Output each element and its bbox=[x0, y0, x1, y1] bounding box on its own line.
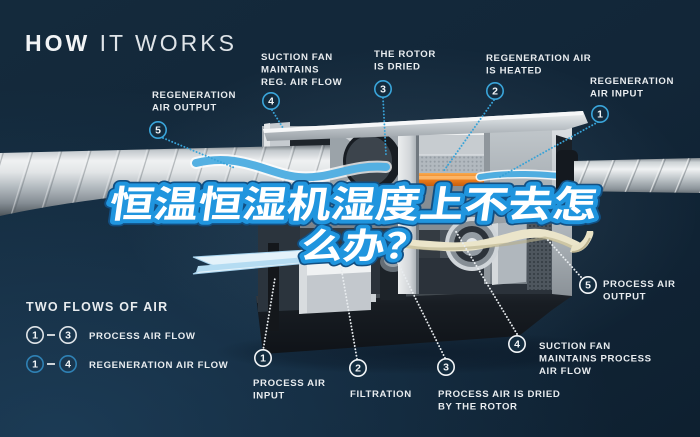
svg-text:HOW IT WORKS: HOW IT WORKS bbox=[25, 30, 237, 56]
svg-text:TWO FLOWS OF AIR: TWO FLOWS OF AIR bbox=[26, 300, 168, 314]
svg-text:4: 4 bbox=[514, 339, 520, 351]
svg-text:4: 4 bbox=[268, 96, 274, 108]
svg-text:1: 1 bbox=[260, 353, 266, 365]
svg-text:2: 2 bbox=[492, 86, 498, 98]
svg-text:3: 3 bbox=[65, 330, 71, 342]
svg-text:FILTRATION: FILTRATION bbox=[350, 389, 412, 400]
svg-text:2: 2 bbox=[355, 363, 361, 375]
svg-text:3: 3 bbox=[380, 84, 386, 96]
svg-text:5: 5 bbox=[155, 125, 161, 137]
svg-text:REGENERATION AIR FLOW: REGENERATION AIR FLOW bbox=[89, 360, 229, 371]
svg-text:1: 1 bbox=[32, 359, 38, 371]
svg-text:5: 5 bbox=[585, 280, 591, 292]
svg-text:1: 1 bbox=[597, 109, 603, 121]
svg-text:PROCESS AIR FLOW: PROCESS AIR FLOW bbox=[89, 331, 196, 342]
svg-text:3: 3 bbox=[443, 362, 449, 374]
svg-text:1: 1 bbox=[32, 330, 38, 342]
svg-text:4: 4 bbox=[65, 359, 71, 371]
